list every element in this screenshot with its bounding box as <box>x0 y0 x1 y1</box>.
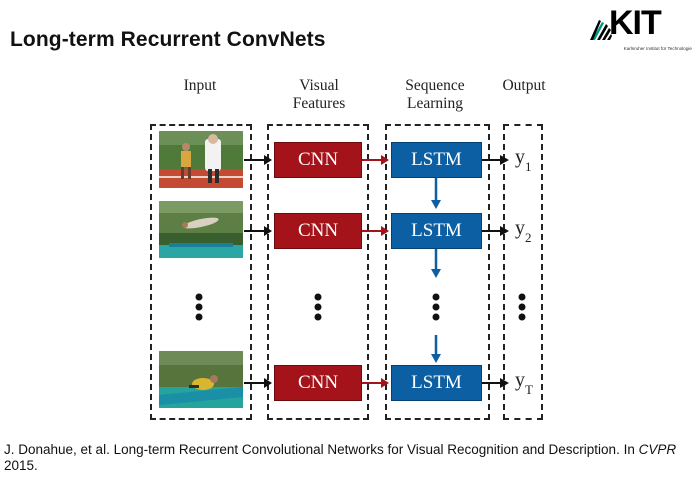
output-1-base: y <box>515 146 525 168</box>
output-label-2: y2 <box>515 217 532 245</box>
output-label-1: y1 <box>515 146 532 174</box>
output-label-3: yT <box>515 369 533 397</box>
output-group-box <box>503 124 543 420</box>
output-2-base: y <box>515 217 525 239</box>
slide-title: Long-term Recurrent ConvNets <box>10 28 326 51</box>
input-dots-icon <box>195 293 203 321</box>
header-sequence-line2: Learning <box>407 95 463 112</box>
output-3-sub: T <box>525 382 533 397</box>
kit-logo-text: KIT <box>609 4 662 42</box>
citation: J. Donahue, et al. Long-term Recurrent C… <box>4 442 694 474</box>
header-output: Output <box>502 77 546 94</box>
header-sequence-line1: Sequence <box>405 77 465 94</box>
input-group-box <box>150 124 252 420</box>
citation-text: J. Donahue, et al. Long-term Recurrent C… <box>4 442 639 457</box>
kit-logo-subtitle: Karlsruher Institut für Technologie <box>623 46 692 51</box>
lstm-block-2: LSTM <box>391 213 482 249</box>
cnn-block-3: CNN <box>274 365 362 401</box>
input-frame-1 <box>159 131 243 188</box>
input-frame-3 <box>159 351 243 408</box>
lstm-block-3: LSTM <box>391 365 482 401</box>
output-3-base: y <box>515 369 525 391</box>
sequence-learning-group-box <box>385 124 490 420</box>
input-frame-2 <box>159 201 243 258</box>
lstm-block-1: LSTM <box>391 142 482 178</box>
visual-features-group-box <box>267 124 369 420</box>
header-visual-line2: Features <box>292 95 346 112</box>
output-2-sub: 2 <box>525 230 532 245</box>
cnn-block-2: CNN <box>274 213 362 249</box>
output-1-sub: 1 <box>525 159 532 174</box>
header-visual-line1: Visual <box>299 77 339 94</box>
cnn-dots-icon <box>314 293 322 321</box>
kit-logo-mark-icon <box>590 20 612 40</box>
citation-venue: CVPR <box>638 442 677 457</box>
header-input: Input <box>183 77 217 94</box>
cnn-block-1: CNN <box>274 142 362 178</box>
output-dots-icon <box>518 293 526 321</box>
citation-year: 2015. <box>4 458 38 473</box>
lstm-dots-icon <box>432 293 440 321</box>
kit-logo: KIT Karlsruher Institut für Technologie <box>590 4 692 52</box>
